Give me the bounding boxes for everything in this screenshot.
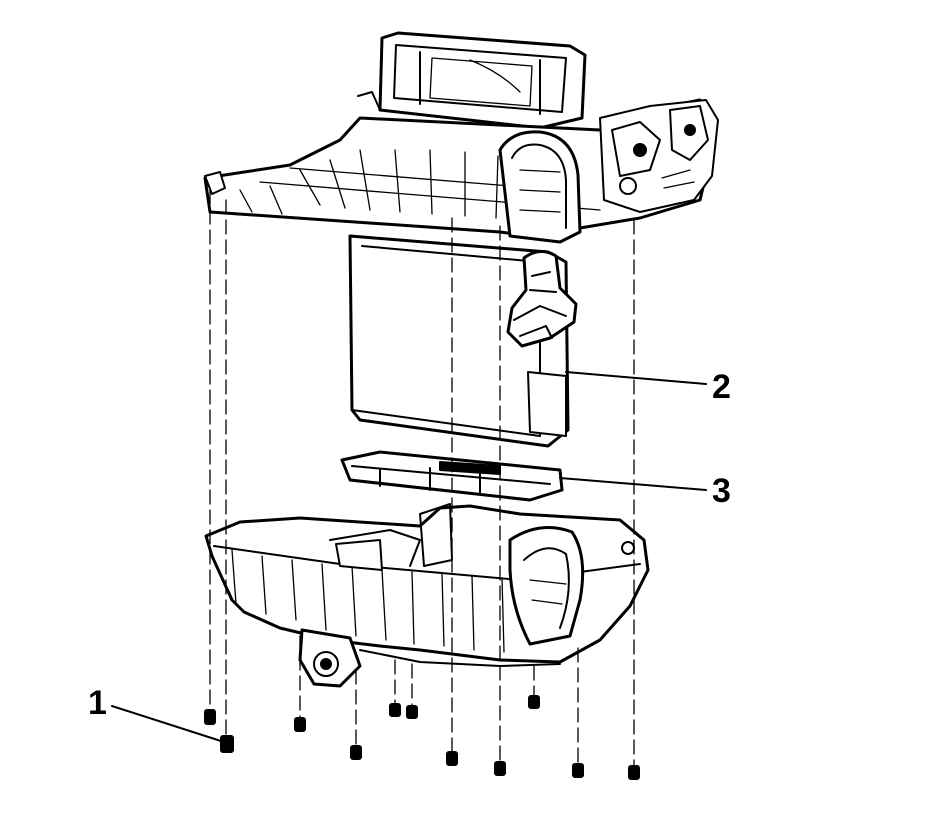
fastener-lines bbox=[209, 189, 635, 769]
lower-case bbox=[204, 503, 650, 688]
evaporator-core bbox=[348, 234, 578, 448]
leader-lines bbox=[111, 371, 707, 743]
upper-case bbox=[203, 31, 719, 244]
callout-3-label: 3 bbox=[712, 472, 731, 510]
callout-2-label: 2 bbox=[712, 368, 731, 406]
screws bbox=[204, 695, 640, 780]
seal-tray bbox=[340, 450, 564, 502]
callout-1-label: 1 bbox=[88, 684, 107, 722]
